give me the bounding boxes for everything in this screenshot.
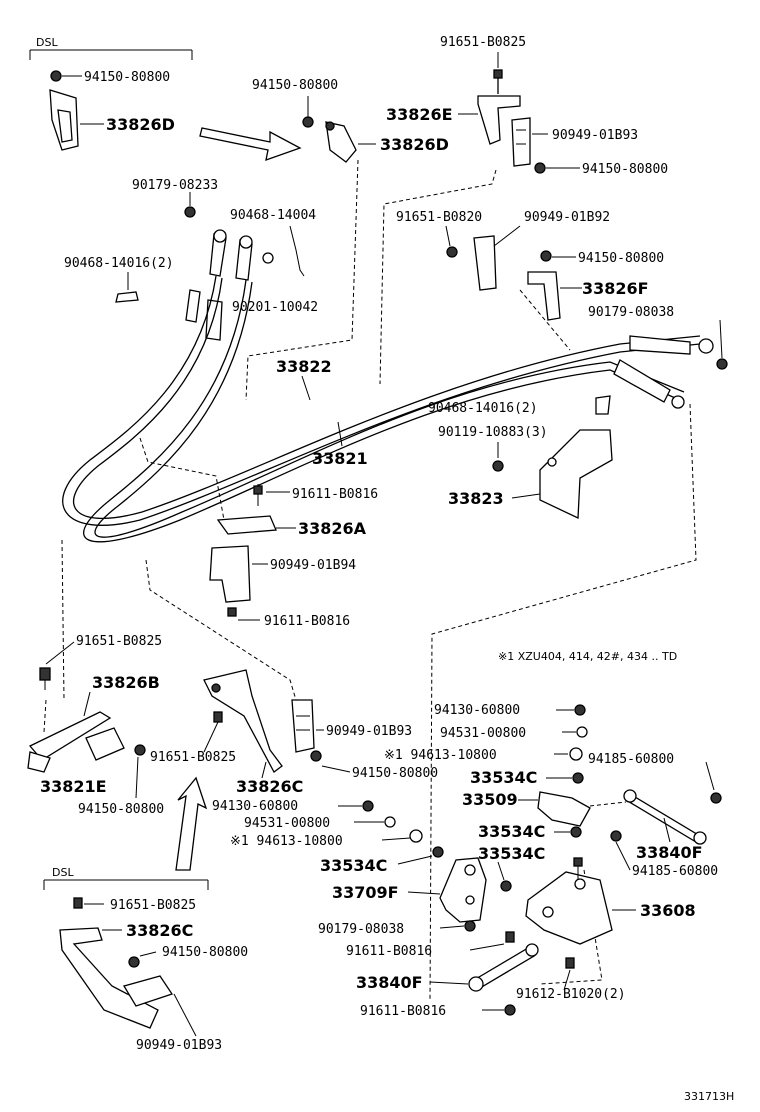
part-33509: 33509 [462,790,518,809]
part-94150-80800-b: 94150-80800 [252,78,338,93]
part-94150-80800-a: 94150-80800 [84,70,170,85]
part-33534c-a: 33534C [470,768,537,787]
part-33822: 33822 [276,357,332,376]
clamp-90949-01b93-mid-icon [291,699,315,753]
part-90949-01b93-top: 90949-01B93 [552,128,638,143]
diagram-id: 331713H [684,1090,734,1103]
part-90949-01b93-mid: 90949-01B93 [326,724,412,739]
bracket-33826e-icon [477,95,521,145]
rod-33840f-right-icon [625,793,701,843]
bracket-33826c-mid-icon [203,669,283,773]
part-94185-60800-a: 94185-60800 [588,752,674,767]
part-33826e: 33826E [386,105,453,124]
part-33826b: 33826B [92,673,160,692]
part-33608: 33608 [640,901,696,920]
part-91651-b0820: 91651-B0820 [396,210,482,225]
part-90468-14016-2b: 90468-14016(2) [428,401,538,416]
part-33826c-mid: 33826C [236,777,303,796]
part-33534c-c: 33534C [320,856,387,875]
bracket-33826f-icon [527,271,561,321]
part-94150-80800-f: 94150-80800 [352,766,438,781]
part-33821e: 33821E [40,777,107,796]
part-91651-b0825-bot: 91651-B0825 [110,898,196,913]
part-33840f-right: 33840F [636,843,703,862]
part-33534c-d: 33534C [478,844,545,863]
part-91611-b0816-b: 91611-B0816 [264,614,350,629]
part-94613-10800-b: ※1 94613-10800 [230,834,343,849]
part-94150-80800-g: 94150-80800 [162,945,248,960]
bracket-33826a-icon [216,515,277,535]
dsl-group-top: DSL 94150-80800 33826D [29,36,193,151]
part-90949-01b92: 90949-01B92 [524,210,610,225]
bracket-33823-icon [539,429,613,520]
part-90201-10042: 90201-10042 [232,300,318,315]
cable-33822 [62,275,701,526]
part-33534c-b: 33534C [478,822,545,841]
bracket-33826c-bot-icon [59,927,159,1029]
part-94150-80800-c: 94150-80800 [582,162,668,177]
part-91611-b0816-c: 91611-B0816 [346,944,432,959]
part-33826d-b: 33826D [380,135,449,154]
part-91651-b0825-mid: 91651-B0825 [76,634,162,649]
part-94185-60800-b: 94185-60800 [632,864,718,879]
part-90119-10883-3: 90119-10883(3) [438,425,548,440]
cable-33821 [83,279,681,543]
part-33826d-a: 33826D [106,115,175,134]
dsl-bottom-label: DSL [52,866,74,879]
part-91611-b0816-a: 91611-B0816 [292,487,378,502]
clip-icon [115,291,139,303]
part-33840f-bottom: 33840F [356,973,423,992]
up-arrow-icon [175,776,208,871]
part-33826f: 33826F [582,279,649,298]
bracket-33608-icon [525,871,613,945]
clamp-90949-01b93-icon [511,117,531,167]
lever-33509-icon [537,791,591,827]
bracket-33826d-b-icon [325,121,357,163]
part-90468-14004: 90468-14004 [230,208,316,223]
part-90468-14016-2: 90468-14016(2) [64,256,174,271]
part-94150-80800-e: 94150-80800 [78,802,164,817]
clamp-90949-01b92-icon [473,235,497,291]
clamp-90949-01b94-icon [209,545,251,603]
bracket-33709f-icon [439,857,487,923]
part-33709f: 33709F [332,883,399,902]
part-33823: 33823 [448,489,504,508]
dsl-top-label: DSL [36,36,58,49]
part-90949-01b93-bot: 90949-01B93 [136,1038,222,1053]
part-90949-01b94: 90949-01B94 [270,558,356,573]
bolt-icon [493,69,503,79]
clamp-90949-01b93-bot-icon [123,975,174,1007]
dsl-group-bottom: DSL 91651-B0825 33826C 94150-80800 90949… [43,866,248,1053]
part-91651-b0825-top: 91651-B0825 [440,35,526,50]
nut-icon [50,70,62,82]
part-94150-80800-d: 94150-80800 [578,251,664,266]
part-33826c-bot: 33826C [126,921,193,940]
part-33826a: 33826A [298,519,367,538]
part-94531-00800-a: 94531-00800 [440,726,526,741]
part-90179-08233: 90179-08233 [132,178,218,193]
part-90179-08038-top: 90179-08038 [588,305,674,320]
part-94130-60800-b: 94130-60800 [212,799,298,814]
part-91612-b1020-2: 91612-B1020(2) [516,987,626,1002]
part-90179-08038-bot: 90179-08038 [318,922,404,937]
part-91611-b0816-d: 91611-B0816 [360,1004,446,1019]
arrow-icon [199,127,302,161]
part-91651-b0825-b: 91651-B0825 [150,750,236,765]
part-94531-00800-b: 94531-00800 [244,816,330,831]
part-33821: 33821 [312,449,368,468]
part-94613-10800-a: ※1 94613-10800 [384,748,497,763]
note-text: ※1 XZU404, 414, 42#, 434 .. TD [498,650,677,663]
part-94130-60800-a: 94130-60800 [434,703,520,718]
